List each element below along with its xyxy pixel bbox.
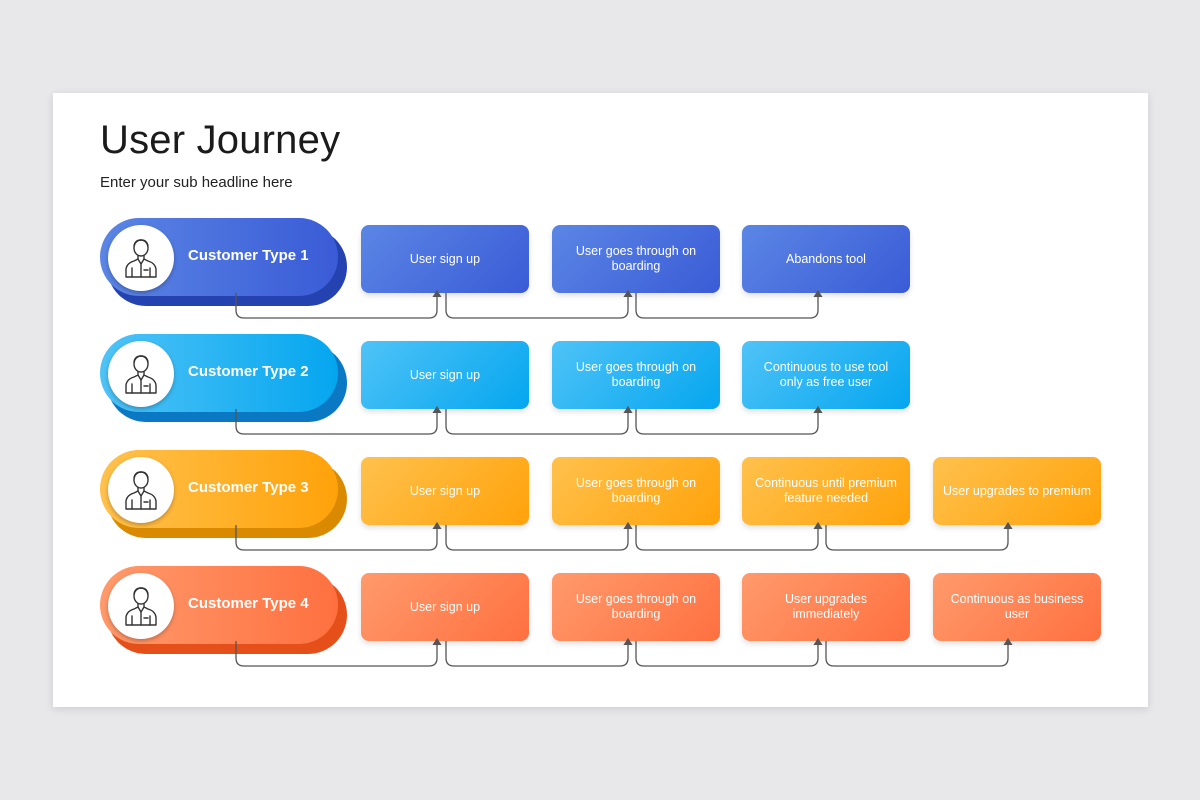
journey-step: Continuous to use tool only as free user <box>742 341 910 409</box>
connector-arrow <box>445 405 633 435</box>
step-label: Continuous until premium feature needed <box>755 476 897 505</box>
step-label: Continuous to use tool only as free user <box>763 360 889 389</box>
step-label: User upgrades to premium <box>943 483 1091 498</box>
step-label: Continuous as business user <box>950 592 1084 621</box>
journey-step: User goes through on boarding <box>552 573 720 641</box>
connector-arrow <box>825 637 1013 667</box>
customer-type-label: Customer Type 3 <box>188 479 309 496</box>
connector-arrow <box>635 289 823 319</box>
connector-arrow <box>235 521 442 551</box>
step-label: Abandons tool <box>786 251 866 266</box>
connector-arrow <box>235 405 442 435</box>
journey-step: Continuous as business user <box>933 573 1101 641</box>
step-label: User sign up <box>409 251 481 266</box>
step-label: User sign up <box>409 367 481 382</box>
connector-arrow <box>445 521 633 551</box>
journey-row-2: Customer Type 2 User sign up User goes t… <box>0 332 1200 442</box>
journey-step: User upgrades immediately <box>742 573 910 641</box>
page-title: User Journey <box>100 118 341 162</box>
journey-step: User upgrades to premium <box>933 457 1101 525</box>
user-avatar-icon <box>108 573 174 639</box>
connector-arrow <box>445 637 633 667</box>
journey-row-3: Customer Type 3 User sign up User goes t… <box>0 448 1200 558</box>
step-label: User sign up <box>409 483 481 498</box>
customer-type-label: Customer Type 2 <box>188 363 309 380</box>
page-subtitle: Enter your sub headline here <box>100 174 293 191</box>
customer-type-label: Customer Type 1 <box>188 247 309 264</box>
connector-arrow <box>635 521 823 551</box>
journey-step: User sign up <box>361 341 529 409</box>
journey-step: User goes through on boarding <box>552 225 720 293</box>
journey-step: User goes through on boarding <box>552 457 720 525</box>
step-label: User upgrades immediately <box>785 592 867 621</box>
connector-arrow <box>635 637 823 667</box>
user-avatar-icon <box>108 457 174 523</box>
user-avatar-icon <box>108 225 174 291</box>
customer-type-label: Customer Type 4 <box>188 595 309 612</box>
journey-step: User sign up <box>361 457 529 525</box>
journey-step: User goes through on boarding <box>552 341 720 409</box>
journey-row-1: Customer Type 1 User sign up User goes t… <box>0 216 1200 326</box>
connector-arrow <box>445 289 633 319</box>
step-label: User goes through on boarding <box>575 476 697 505</box>
user-avatar-icon <box>108 341 174 407</box>
journey-step: User sign up <box>361 573 529 641</box>
step-label: User goes through on boarding <box>575 244 697 273</box>
journey-step: Continuous until premium feature needed <box>742 457 910 525</box>
step-label: User sign up <box>409 599 481 614</box>
connector-arrow <box>235 289 442 319</box>
journey-step: Abandons tool <box>742 225 910 293</box>
step-label: User goes through on boarding <box>575 592 697 621</box>
connector-arrow <box>235 637 442 667</box>
journey-row-4: Customer Type 4 User sign up User goes t… <box>0 564 1200 674</box>
connector-arrow <box>635 405 823 435</box>
step-label: User goes through on boarding <box>575 360 697 389</box>
connector-arrow <box>825 521 1013 551</box>
journey-step: User sign up <box>361 225 529 293</box>
